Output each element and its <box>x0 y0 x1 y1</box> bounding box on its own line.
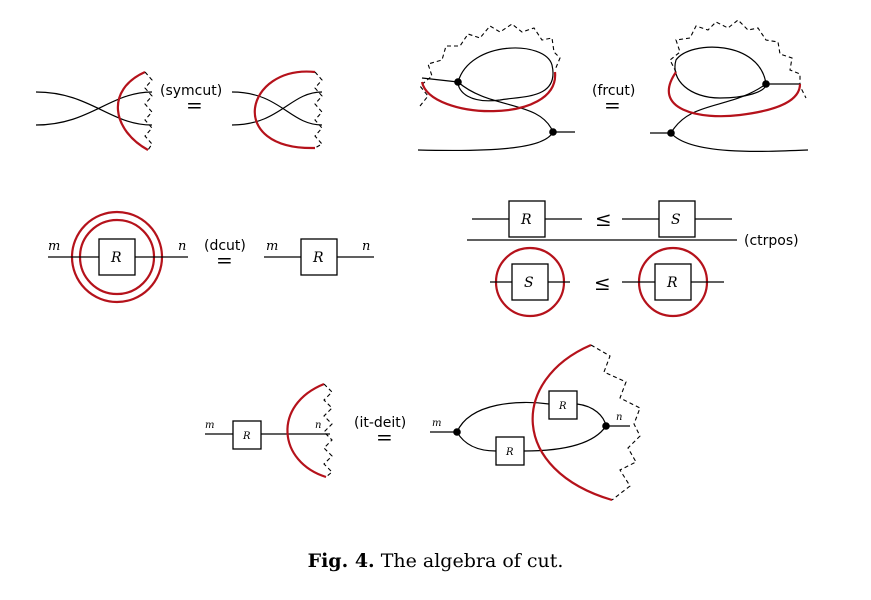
dcut-lhs: R m n <box>48 210 188 304</box>
wire <box>231 91 323 126</box>
cut-curve <box>667 71 802 118</box>
box-label: R <box>666 275 678 291</box>
leq-sign: ≤ <box>594 271 611 295</box>
label-n: n <box>178 239 186 254</box>
equals-sign: = <box>216 248 233 272</box>
relation-box <box>495 436 525 466</box>
label-m: m <box>432 418 441 429</box>
node-dot <box>453 428 461 436</box>
ctrpos-premise: R ≤ S <box>472 200 732 238</box>
dcut-rhs: R m n <box>264 238 374 276</box>
relation-box <box>508 200 546 238</box>
figure-caption: Fig. 4. The algebra of cut. <box>0 550 871 572</box>
wire <box>670 83 767 134</box>
relation-box <box>98 238 136 276</box>
label-n: n <box>616 412 622 423</box>
cut-curve <box>531 343 613 502</box>
frcut-rhs <box>650 19 809 152</box>
rule-name-itdeit: (it-deit) <box>354 415 406 431</box>
label-m: m <box>48 239 60 254</box>
wire <box>457 81 554 133</box>
zigzag-arc <box>669 19 807 99</box>
wire <box>576 403 607 427</box>
relation-box <box>232 420 262 450</box>
cut-curve <box>253 70 316 150</box>
caption-text: The algebra of cut. <box>380 550 564 572</box>
box-label: S <box>671 212 681 228</box>
label-n: n <box>362 239 370 254</box>
wire <box>674 46 767 99</box>
leq-sign: ≤ <box>595 207 612 231</box>
wire <box>35 91 153 126</box>
wire <box>457 47 554 102</box>
rule-name-dcut: (dcut) <box>204 238 246 254</box>
symcut-rhs <box>231 70 323 150</box>
relation-box <box>658 200 696 238</box>
box-label: R <box>505 447 514 458</box>
itdeit-lhs: R m n <box>205 382 333 479</box>
box-label: R <box>520 212 532 228</box>
node-dot <box>762 80 770 88</box>
rule-name-frcut: (frcut) <box>592 83 635 99</box>
box-label: R <box>558 401 567 412</box>
relation-box <box>511 263 549 301</box>
node-dot <box>549 128 557 136</box>
wire <box>456 401 550 433</box>
box-label: R <box>242 431 251 442</box>
equals-sign: = <box>186 93 203 117</box>
wire <box>417 131 554 152</box>
cut-zigzag <box>590 344 641 501</box>
wire <box>231 91 323 126</box>
cut-curve <box>286 382 327 479</box>
box-label: R <box>312 250 324 266</box>
cut-zigzag <box>314 71 323 149</box>
equals-sign: = <box>376 425 393 449</box>
node-dot <box>602 422 610 430</box>
rule-name-symcut: (symcut) <box>160 83 222 99</box>
box-label: R <box>110 250 122 266</box>
relation-box <box>300 238 338 276</box>
wire <box>456 431 497 452</box>
label-n: n <box>315 420 321 431</box>
relation-box <box>548 390 578 420</box>
cut-curve <box>116 70 149 151</box>
relation-box <box>654 263 692 301</box>
cut-curve <box>420 71 557 113</box>
symcut-lhs <box>35 70 153 151</box>
wire <box>523 425 607 452</box>
wire <box>670 132 809 152</box>
wire <box>421 77 459 83</box>
box-label: S <box>524 275 534 291</box>
node-dot <box>667 129 675 137</box>
caption-label: Fig. 4. <box>307 550 375 572</box>
label-m: m <box>205 420 214 431</box>
equals-sign: = <box>604 93 621 117</box>
label-m: m <box>266 239 278 254</box>
wire <box>35 91 153 126</box>
node-dot <box>454 78 462 86</box>
rule-name-ctrpos: (ctrpos) <box>744 233 799 249</box>
frcut-lhs <box>417 23 575 152</box>
ctrpos-conclusion: S ≤ R <box>490 246 724 318</box>
zigzag-arc <box>419 23 561 107</box>
cut-zigzag <box>144 71 153 151</box>
cut-zigzag <box>323 383 333 478</box>
itdeit-rhs: R R m n <box>430 343 641 502</box>
